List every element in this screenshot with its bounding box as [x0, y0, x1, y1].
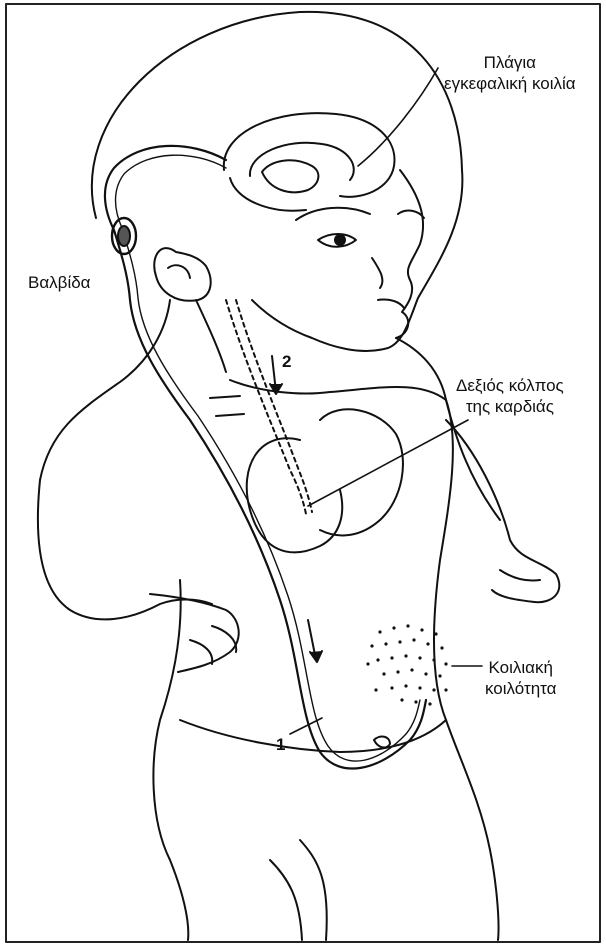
label-lateral-ventricle-line1: Πλάγια	[444, 52, 576, 73]
right-shoulder	[396, 338, 446, 400]
ventricle-outer	[224, 113, 395, 197]
label-lateral-ventricle-line2: εγκεφαλική κοιλία	[444, 73, 576, 94]
route-number-2: 2	[282, 352, 291, 372]
eyebrow	[296, 208, 370, 220]
label-right-atrium: Δεξιός κόλπος της καρδιάς	[456, 375, 564, 417]
shunt-catheter-inner	[116, 155, 421, 761]
crotch	[300, 840, 327, 940]
label-peritoneal-line2: κοιλότητα	[485, 678, 556, 699]
route-number-1: 1	[276, 735, 285, 755]
label-valve: Βαλβίδα	[28, 272, 91, 293]
face-profile	[396, 170, 423, 338]
pointer-ventricle	[358, 68, 438, 166]
neck-left	[196, 300, 226, 372]
pointer-atrium	[308, 420, 468, 506]
label-peritoneal-cavity: Κοιλιακή κοιλότητα	[485, 657, 556, 699]
ear	[154, 248, 210, 301]
frame	[6, 4, 600, 942]
right-arm	[446, 420, 559, 602]
pointer-route-1	[290, 718, 322, 734]
label-lateral-ventricle: Πλάγια εγκεφαλική κοιλία	[444, 52, 576, 94]
label-peritoneal-line1: Κοιλιακή	[485, 657, 556, 678]
torso	[230, 380, 499, 940]
shunt-catheter-outer	[105, 146, 426, 769]
label-right-atrium-line1: Δεξιός κόλπος	[456, 375, 564, 396]
label-right-atrium-line2: της καρδιάς	[456, 396, 564, 417]
